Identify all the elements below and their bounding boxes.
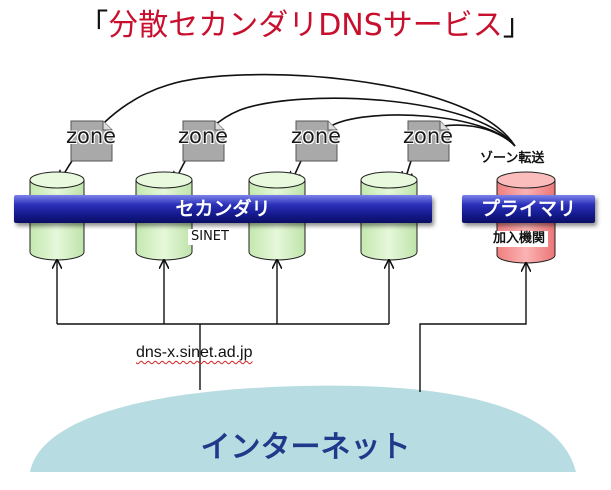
dns-host-label: dns-x.sinet.ad.jp bbox=[136, 344, 253, 361]
zone-doc-1-label: zone bbox=[66, 124, 117, 148]
zone-doc-icon-2 bbox=[182, 120, 225, 162]
zone-doc-icon-4 bbox=[407, 120, 450, 162]
secondary-banner: セカンダリ bbox=[14, 195, 432, 223]
primary-banner: プライマリ bbox=[462, 195, 595, 223]
zone-doc-icon-1 bbox=[70, 120, 113, 162]
zone-doc-2-label: zone bbox=[178, 124, 229, 148]
title-open-bracket: 「 bbox=[78, 8, 109, 43]
diagram-title: 「分散セカンダリDNSサービス」 bbox=[0, 4, 611, 48]
sinet-label: SINET bbox=[188, 229, 232, 245]
zone-doc-4: zone bbox=[403, 118, 454, 158]
zone-doc-3-label: zone bbox=[291, 124, 342, 148]
member-institution-label: 加入機関 bbox=[490, 231, 549, 247]
connection-lines bbox=[57, 260, 526, 392]
zone-doc-4-label: zone bbox=[403, 124, 454, 148]
zone-doc-3: zone bbox=[291, 118, 342, 158]
zone-doc-1: zone bbox=[66, 118, 117, 158]
title-text: 分散セカンダリDNSサービス bbox=[108, 8, 503, 43]
internet-cloud bbox=[30, 385, 576, 472]
internet-label: インターネット bbox=[200, 430, 411, 465]
title-close-bracket: 」 bbox=[502, 8, 533, 43]
zone-doc-2: zone bbox=[178, 118, 229, 158]
zone-doc-icon-3 bbox=[295, 120, 338, 162]
zone-transfer-label: ゾーン転送 bbox=[480, 151, 545, 166]
primary-uplink bbox=[419, 263, 526, 392]
